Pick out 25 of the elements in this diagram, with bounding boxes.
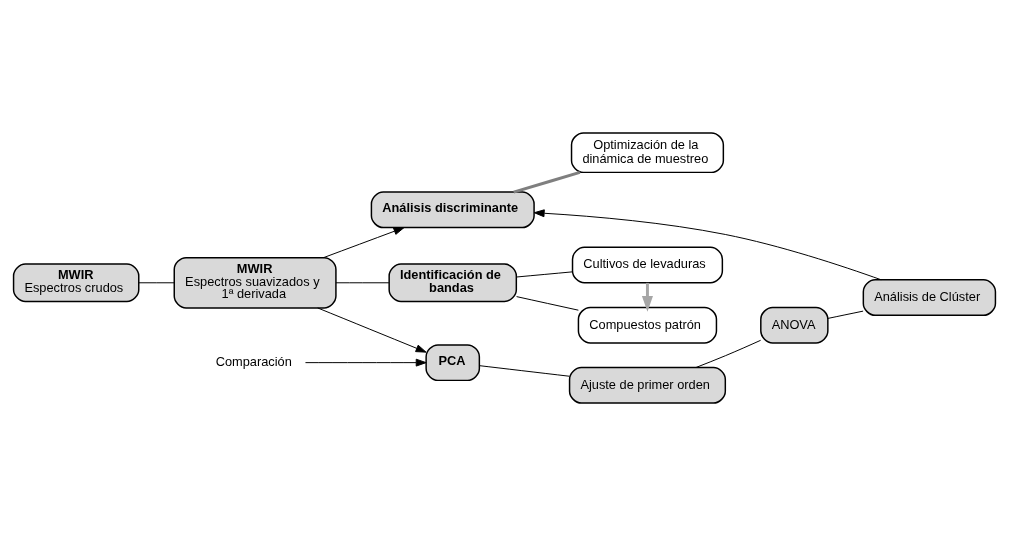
connector (513, 171, 581, 194)
arrow (533, 209, 882, 281)
node-box: MWIR Espectros suavizados y 1ª derivada (173, 256, 337, 309)
arrow (317, 307, 427, 353)
connector (695, 339, 762, 368)
connector (335, 282, 390, 284)
arrow (304, 358, 427, 367)
connector (138, 282, 175, 284)
node-box: MWIR Espectros crudos (12, 263, 140, 303)
connector (479, 365, 570, 377)
node-box: Cultivos de levaduras (571, 246, 724, 284)
connector (516, 296, 579, 311)
arrow (323, 227, 405, 259)
connector (827, 310, 864, 319)
arrow (641, 282, 653, 312)
node-box: Ajuste de primer orden (568, 366, 727, 404)
node-box: Optimización de la dinámica de muestreo (570, 132, 725, 174)
node-box: Análisis de Clúster (862, 279, 997, 317)
node-box: PCA (425, 344, 481, 382)
node-box: Análisis discriminante (370, 191, 535, 229)
node-box: ANOVA (760, 306, 829, 344)
connector (516, 271, 573, 278)
node-box: Compuestos patrón (577, 306, 718, 344)
node-box: Identificación de bandas (388, 263, 518, 303)
node-text: Comparación (215, 353, 292, 369)
